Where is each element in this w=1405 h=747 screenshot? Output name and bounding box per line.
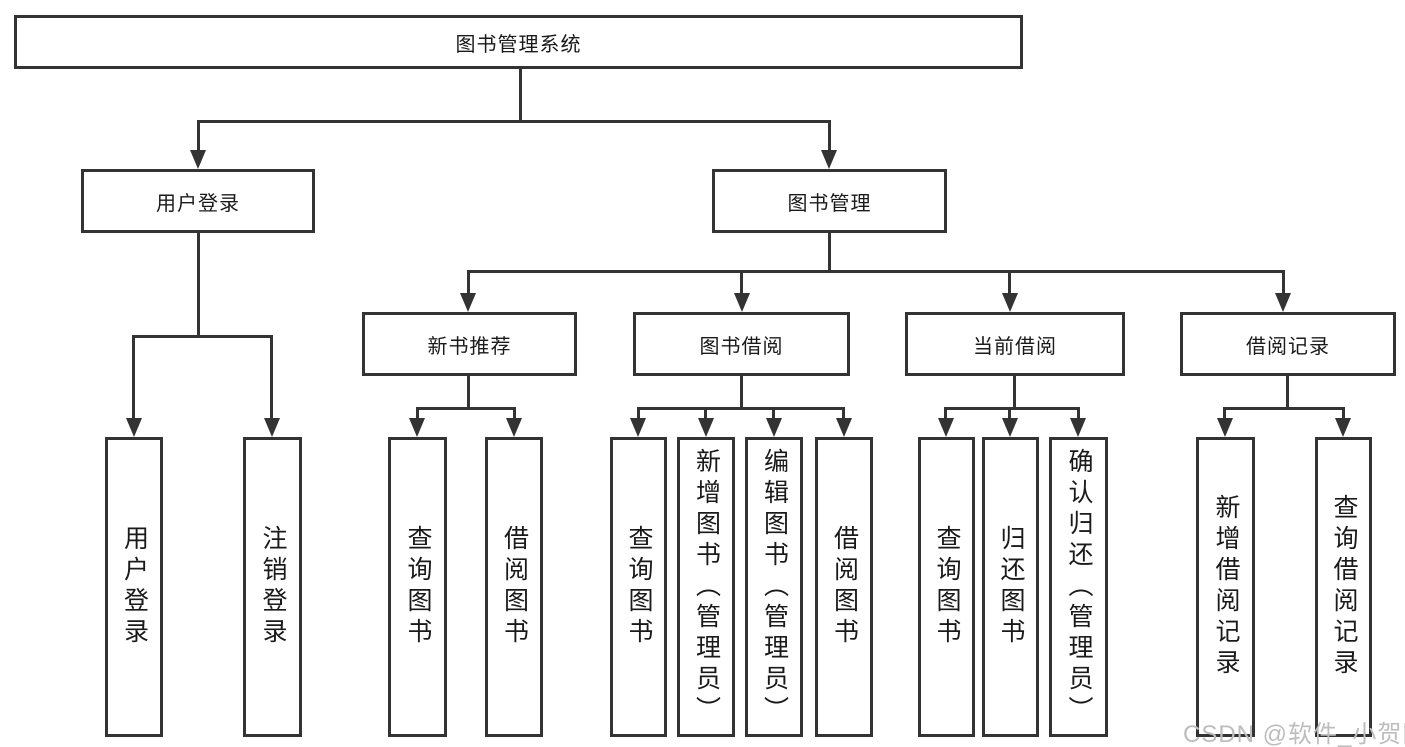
node-edit-books-admin: 编辑图书（管理员） xyxy=(745,437,803,737)
arrowhead-down-icon xyxy=(264,418,280,437)
arrowhead-down-icon xyxy=(190,150,206,169)
watermark: CSDN @软件_小贺同学 xyxy=(1183,721,1405,747)
node-add-borrow-record: 新增借阅记录 xyxy=(1196,437,1255,737)
node-user-login-action: 用户登录 xyxy=(105,437,163,737)
node-library-management-system: 图书管理系统 xyxy=(14,15,1023,69)
connector-line xyxy=(772,407,775,421)
arrowhead-down-icon xyxy=(630,418,646,437)
connector-line xyxy=(1223,407,1345,410)
node-add-books-admin: 新增图书（管理员） xyxy=(677,437,735,737)
node-logout-action: 注销登录 xyxy=(243,437,302,737)
connector-line xyxy=(197,120,200,154)
connector-line xyxy=(513,407,516,421)
connector-line xyxy=(1286,376,1289,409)
connector-line xyxy=(519,68,522,122)
connector-line xyxy=(828,233,831,273)
connector-line xyxy=(1282,270,1285,296)
arrowhead-down-icon xyxy=(698,418,714,437)
connector-line xyxy=(828,120,831,154)
arrowhead-down-icon xyxy=(1070,418,1086,437)
connector-line xyxy=(740,270,743,296)
connector-line xyxy=(467,270,1285,273)
node-book-management: 图书管理 xyxy=(712,169,947,233)
connector-line xyxy=(416,407,516,410)
connector-line xyxy=(467,376,470,409)
arrowhead-down-icon xyxy=(836,418,852,437)
connector-line xyxy=(1008,407,1011,421)
connector-line xyxy=(637,407,845,410)
node-new-book-recommendation: 新书推荐 xyxy=(362,312,577,376)
connector-line xyxy=(740,376,743,409)
node-query-books-current: 查询图书 xyxy=(918,437,975,737)
connector-line xyxy=(1013,376,1016,409)
connector-line xyxy=(132,335,135,421)
arrowhead-down-icon xyxy=(409,418,425,437)
arrowhead-down-icon xyxy=(1275,293,1291,312)
connector-line xyxy=(1077,407,1080,421)
arrowhead-down-icon xyxy=(460,293,476,312)
connector-line xyxy=(842,407,845,421)
connector-line xyxy=(704,407,707,421)
connector-line xyxy=(1008,270,1011,296)
connector-line xyxy=(1342,407,1345,421)
arrowhead-down-icon xyxy=(938,418,954,437)
connector-line xyxy=(270,335,273,421)
node-confirm-return-admin: 确认归还（管理员） xyxy=(1049,437,1108,737)
arrowhead-down-icon xyxy=(506,418,522,437)
node-current-borrowing: 当前借阅 xyxy=(905,312,1125,376)
node-query-books-recommend: 查询图书 xyxy=(388,437,447,737)
connector-line xyxy=(944,407,1080,410)
node-borrow-books-recommend: 借阅图书 xyxy=(485,437,543,737)
arrowhead-down-icon xyxy=(1335,418,1351,437)
connector-line xyxy=(416,407,419,421)
connector-line xyxy=(944,407,947,421)
arrowhead-down-icon xyxy=(766,418,782,437)
node-book-borrowing: 图书借阅 xyxy=(633,312,850,376)
node-query-books-borrow: 查询图书 xyxy=(610,437,667,737)
arrowhead-down-icon xyxy=(1002,418,1018,437)
arrowhead-down-icon xyxy=(821,150,837,169)
connector-line xyxy=(197,233,200,337)
node-borrow-books-action: 借阅图书 xyxy=(815,437,873,737)
connector-line xyxy=(637,407,640,421)
node-return-books: 归还图书 xyxy=(982,437,1039,737)
connector-line xyxy=(1223,407,1226,421)
connector-line xyxy=(467,270,470,296)
arrowhead-down-icon xyxy=(126,418,142,437)
node-borrowing-records: 借阅记录 xyxy=(1180,312,1396,376)
connector-line xyxy=(197,120,831,123)
node-query-borrow-record: 查询借阅记录 xyxy=(1315,437,1372,737)
node-user-login: 用户登录 xyxy=(81,169,315,233)
connector-line xyxy=(132,335,273,338)
arrowhead-down-icon xyxy=(1217,418,1233,437)
arrowhead-down-icon xyxy=(734,293,750,312)
arrowhead-down-icon xyxy=(1002,293,1018,312)
